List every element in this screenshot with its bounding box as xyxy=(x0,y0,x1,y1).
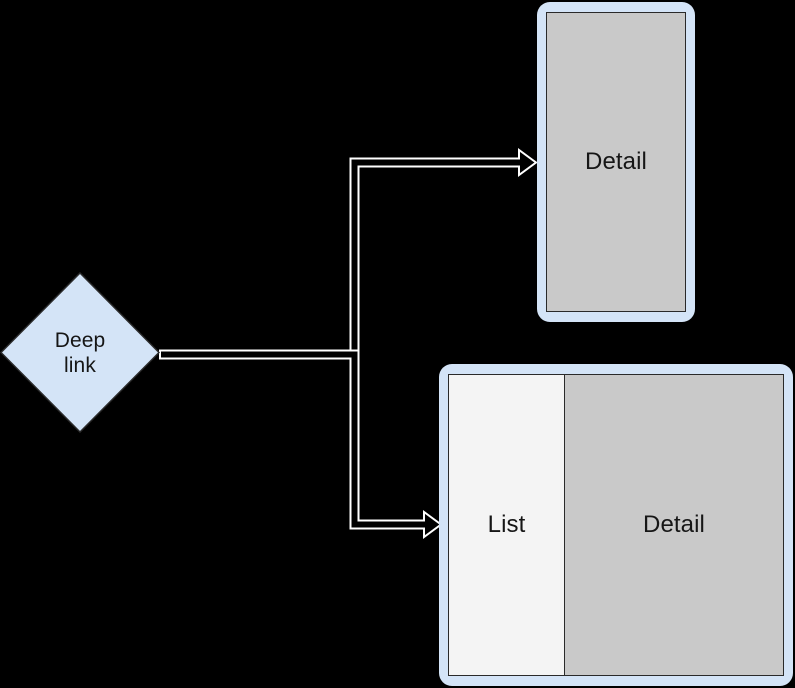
node-list-detail-window[interactable]: List Detail xyxy=(439,364,793,686)
detail-window-detail-label: Detail xyxy=(585,148,647,175)
list-detail-window-content: List Detail xyxy=(448,374,784,676)
node-detail-window[interactable]: Detail xyxy=(537,2,695,322)
detail-window-content: Detail xyxy=(546,12,686,312)
diamond-shape xyxy=(0,272,160,433)
detail-window-detail-pane[interactable]: Detail xyxy=(547,13,685,311)
edge-deep-link-to-list-detail[interactable] xyxy=(159,349,443,539)
node-deep-link-label: Deep link xyxy=(0,272,160,433)
list-detail-window-detail-label: Detail xyxy=(643,511,705,538)
edge-deep-link-to-detail[interactable] xyxy=(159,148,538,360)
list-detail-window-list-pane[interactable]: List xyxy=(449,375,565,675)
node-deep-link-label-line2: link xyxy=(64,353,96,377)
node-deep-link[interactable]: Deep link xyxy=(0,272,160,433)
list-detail-window-detail-pane[interactable]: Detail xyxy=(565,375,783,675)
node-deep-link-label-line1: Deep xyxy=(54,328,106,352)
list-detail-window-list-label: List xyxy=(487,511,526,538)
